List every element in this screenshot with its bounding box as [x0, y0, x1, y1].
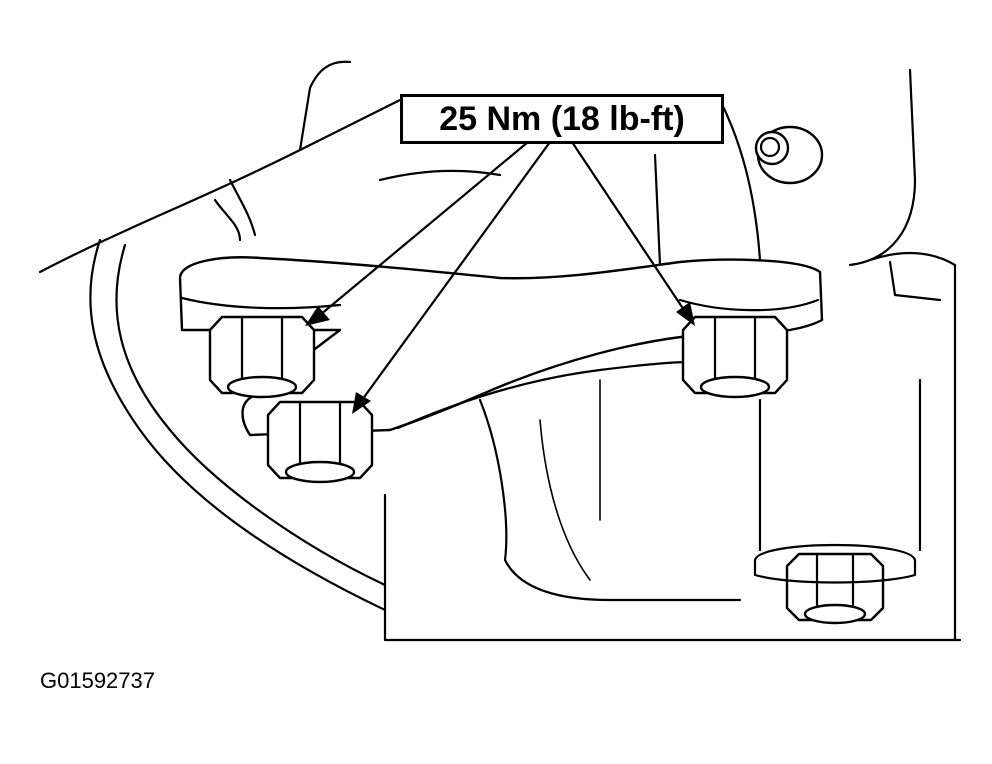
- hex-nut-icon: [266, 400, 374, 484]
- arrow-icon: [305, 140, 530, 326]
- arrow-icon: [570, 140, 695, 326]
- arrow-icon: [352, 140, 552, 414]
- figure-id: G01592737: [40, 668, 155, 693]
- bushing-icon: [754, 125, 824, 185]
- housing-outline: [38, 60, 962, 642]
- torque-label: 25 Nm (18 lb-ft): [439, 99, 685, 138]
- lower-mount-collar: [753, 543, 917, 584]
- mount-bracket: [178, 256, 824, 437]
- hex-nut-icon: [681, 315, 789, 399]
- hex-nut-icon: [785, 552, 885, 625]
- torque-callout: 25 Nm (18 lb-ft): [400, 94, 724, 144]
- hex-nut-icon: [208, 315, 316, 399]
